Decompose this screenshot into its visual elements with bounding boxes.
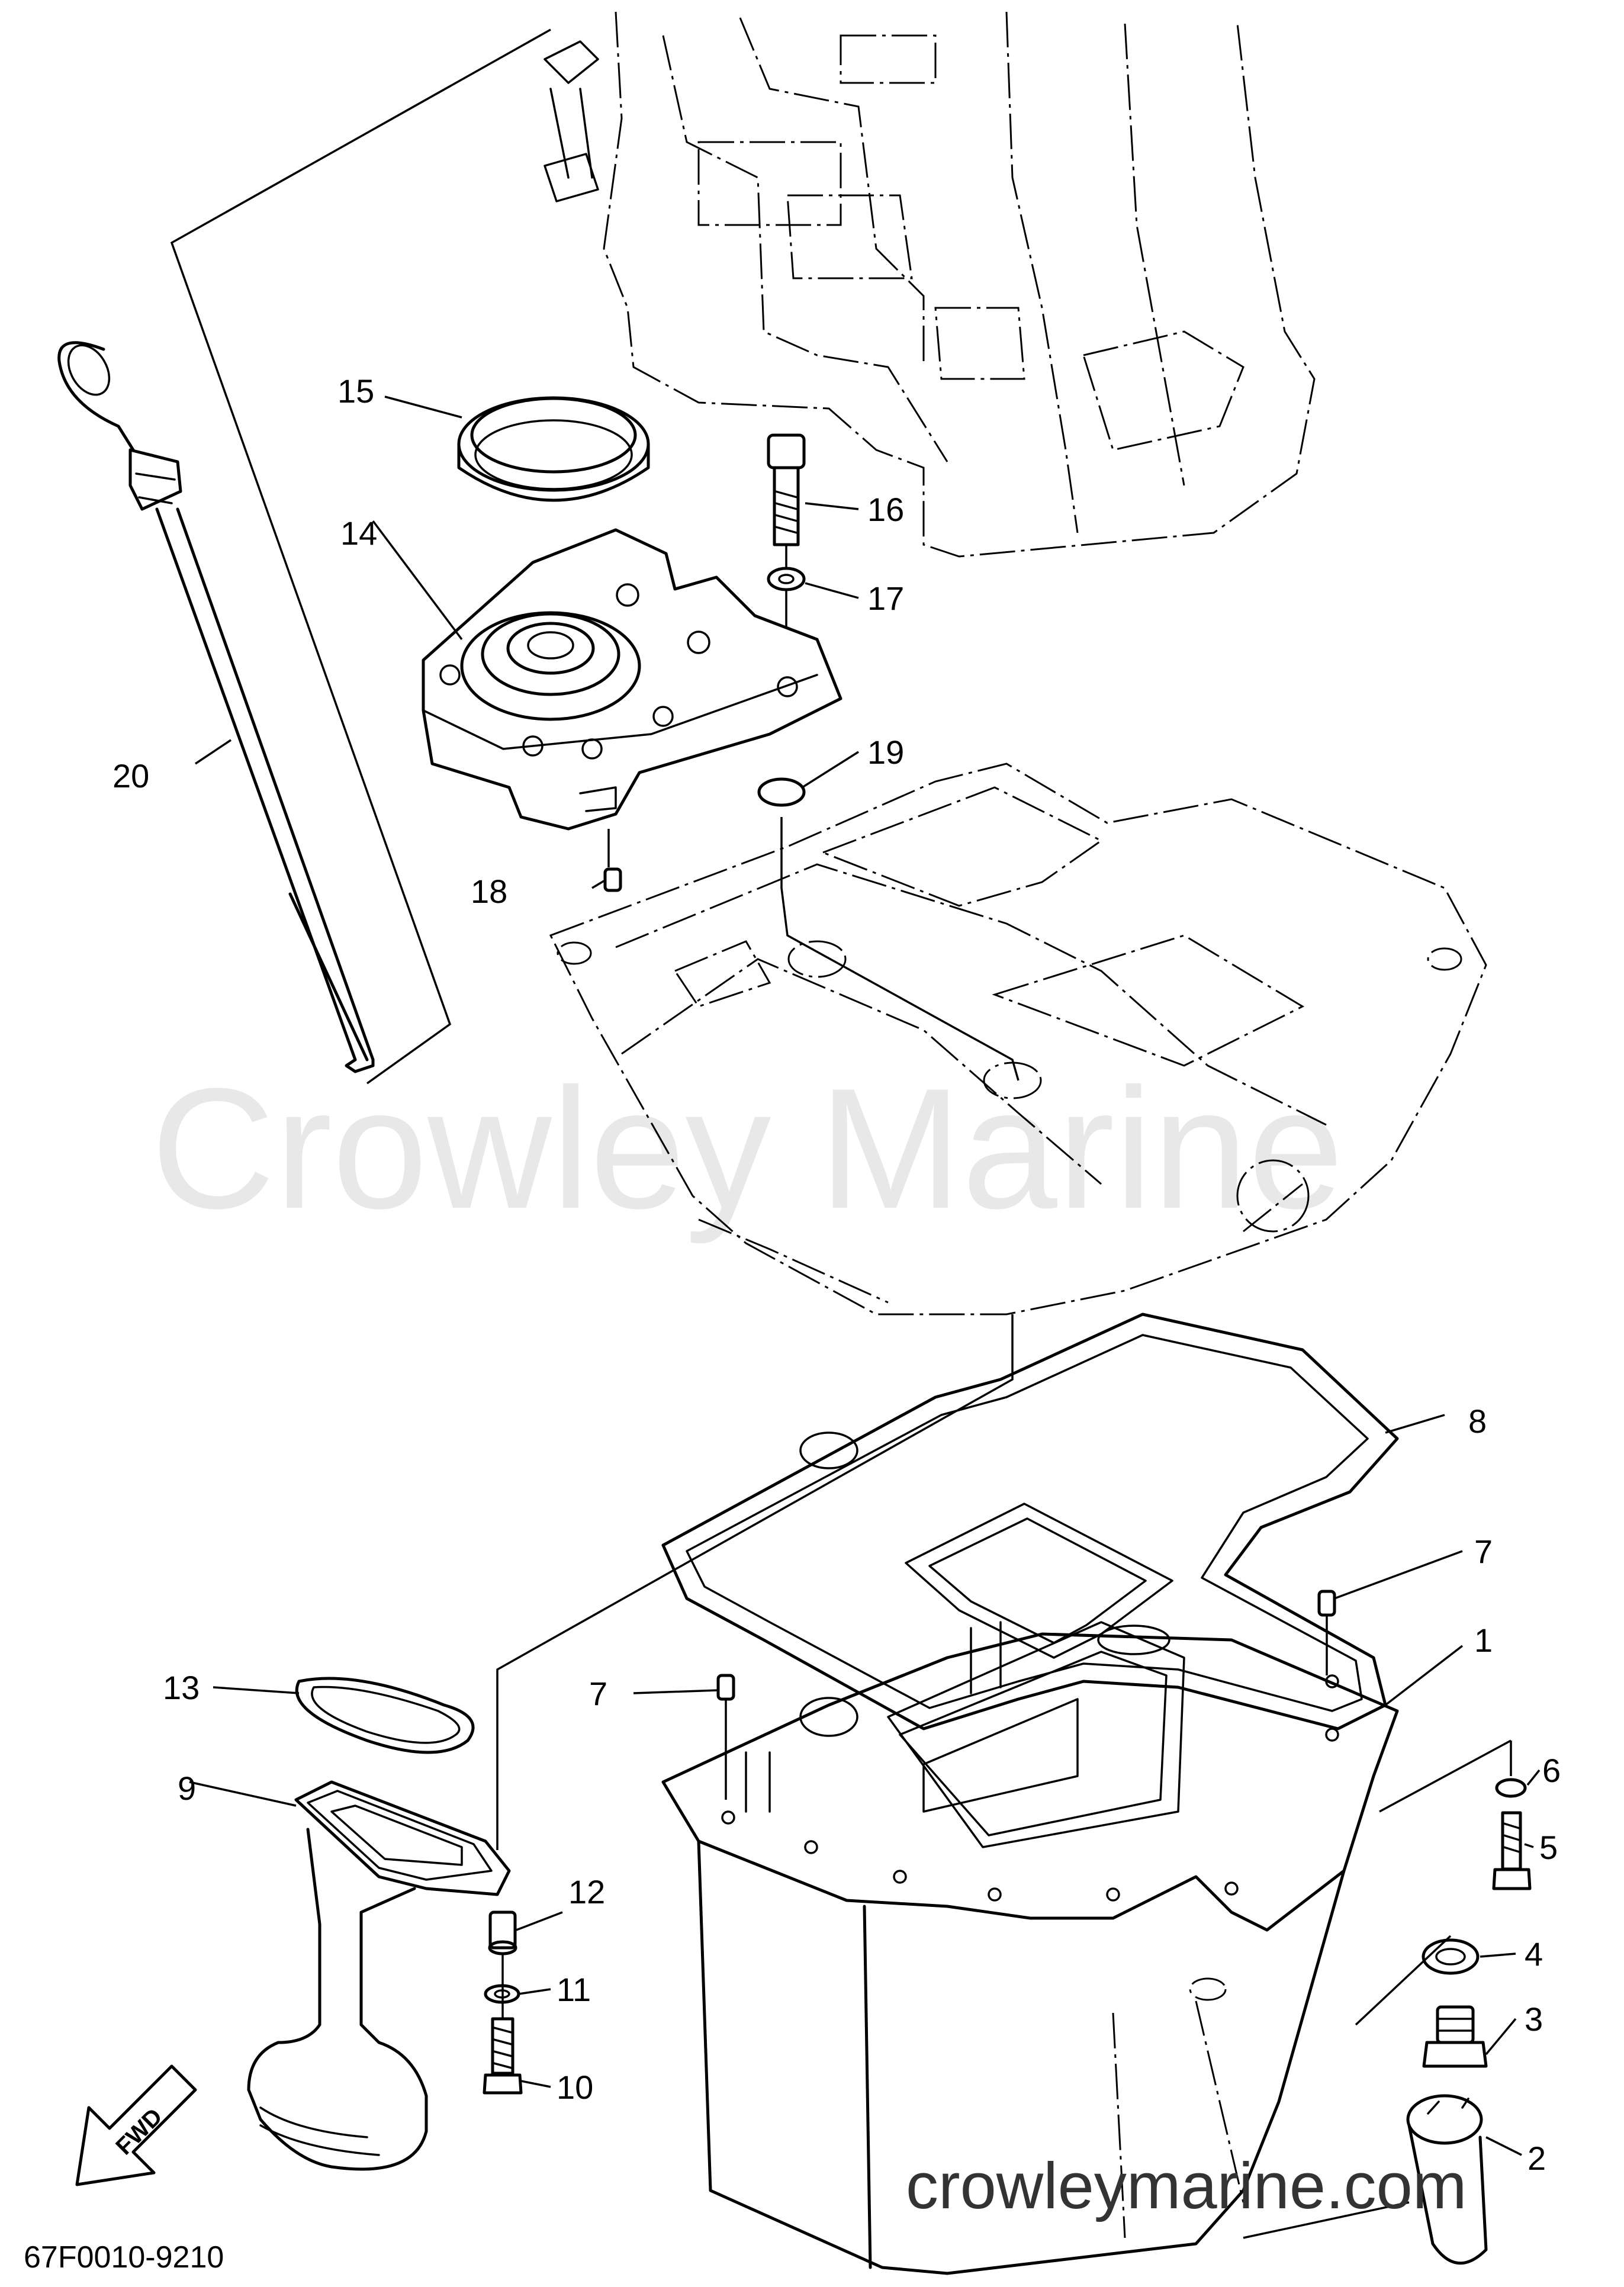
callout-17: 17 (867, 580, 904, 617)
part-2-drain-cap (1406, 2094, 1488, 2265)
exhaust-guide-reference (549, 763, 1487, 1315)
callout-13: 13 (163, 1669, 200, 1706)
forward-direction-arrow-icon: FWD (75, 2064, 197, 2186)
callout-20: 20 (112, 757, 149, 795)
assembly-reference-lines (170, 28, 1512, 2239)
part-4-gasket (1422, 1938, 1480, 1975)
part-8-gasket (661, 1313, 1399, 1730)
part-17-washer (767, 567, 806, 591)
part-1-oil-pan (661, 1621, 1399, 2275)
callout-9: 9 (178, 1770, 196, 1807)
part-9-oil-strainer (247, 1780, 511, 2171)
part-19-o-ring (757, 777, 806, 807)
callout-15: 15 (337, 372, 374, 410)
part-18-dowel-pin (603, 867, 622, 892)
callout-10: 10 (557, 2069, 593, 2106)
callout-1: 1 (1474, 1622, 1493, 1659)
part-7-dowel-pin-left (716, 1674, 735, 1701)
part-3-drain-plug (1422, 2005, 1488, 2068)
part-15-oil-seal (457, 396, 650, 502)
part-12-collar (488, 1910, 517, 1955)
part-20-dipstick (57, 341, 375, 1073)
callout-2: 2 (1527, 2140, 1546, 2177)
callout-leaders (189, 395, 1541, 2156)
part-7-dowel-pin-right (1317, 1590, 1336, 1617)
part-16-bolt (767, 433, 806, 546)
part-5-bolt (1492, 1811, 1532, 1890)
callout-5: 5 (1539, 1829, 1558, 1866)
callout-11: 11 (557, 1971, 591, 2008)
callout-12: 12 (568, 1873, 605, 1910)
diagram-code: 67F0010-9210 (24, 2240, 224, 2275)
callout-18: 18 (471, 873, 507, 910)
callout-4: 4 (1525, 1935, 1543, 1973)
part-10-bolt (483, 2017, 523, 2095)
part-14-oil-pump (422, 528, 842, 831)
callout-7-right: 7 (1474, 1533, 1493, 1570)
site-url: crowleymarine.com (906, 2150, 1467, 2222)
callout-8: 8 (1468, 1403, 1487, 1440)
callout-16: 16 (867, 491, 904, 528)
callout-14: 14 (340, 514, 377, 552)
callout-7-left: 7 (589, 1675, 607, 1712)
callout-19: 19 (867, 734, 904, 771)
engine-block-reference (544, 11, 1316, 558)
callout-labels: 1 2 3 4 5 6 7 7 8 9 10 11 12 13 14 15 16… (112, 372, 1561, 2177)
part-13-strainer-gasket (295, 1677, 475, 1754)
callout-3: 3 (1525, 2000, 1543, 2038)
part-6-washer (1495, 1778, 1527, 1798)
callout-6: 6 (1542, 1752, 1561, 1789)
watermark-text: Crowley Marine (151, 1053, 1343, 1245)
